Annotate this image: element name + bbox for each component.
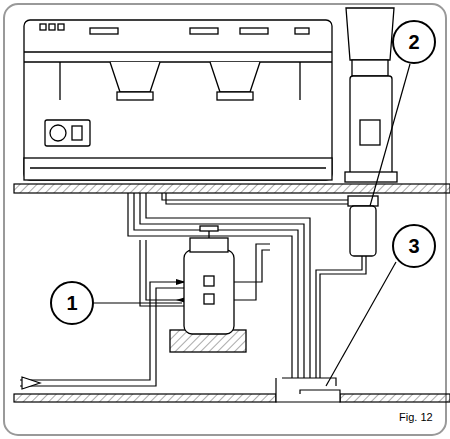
pipes [20, 193, 366, 386]
callout-number: 1 [66, 292, 77, 315]
inlet-arrow [22, 377, 40, 389]
figure-label: Fig. 12 [398, 411, 434, 423]
callout-circle: 2 [392, 20, 436, 64]
callout-number: 2 [408, 31, 419, 54]
floor-drain [14, 378, 450, 402]
leader-lines [94, 64, 410, 386]
water-filter [348, 196, 378, 256]
frame [4, 4, 446, 435]
water-softener [170, 226, 246, 352]
counter [14, 184, 450, 193]
callout-circle: 1 [50, 281, 94, 325]
callout-number: 3 [408, 235, 419, 258]
espresso-machine [24, 20, 332, 180]
coffee-grinder [345, 8, 397, 182]
callout-circle: 3 [392, 224, 436, 268]
